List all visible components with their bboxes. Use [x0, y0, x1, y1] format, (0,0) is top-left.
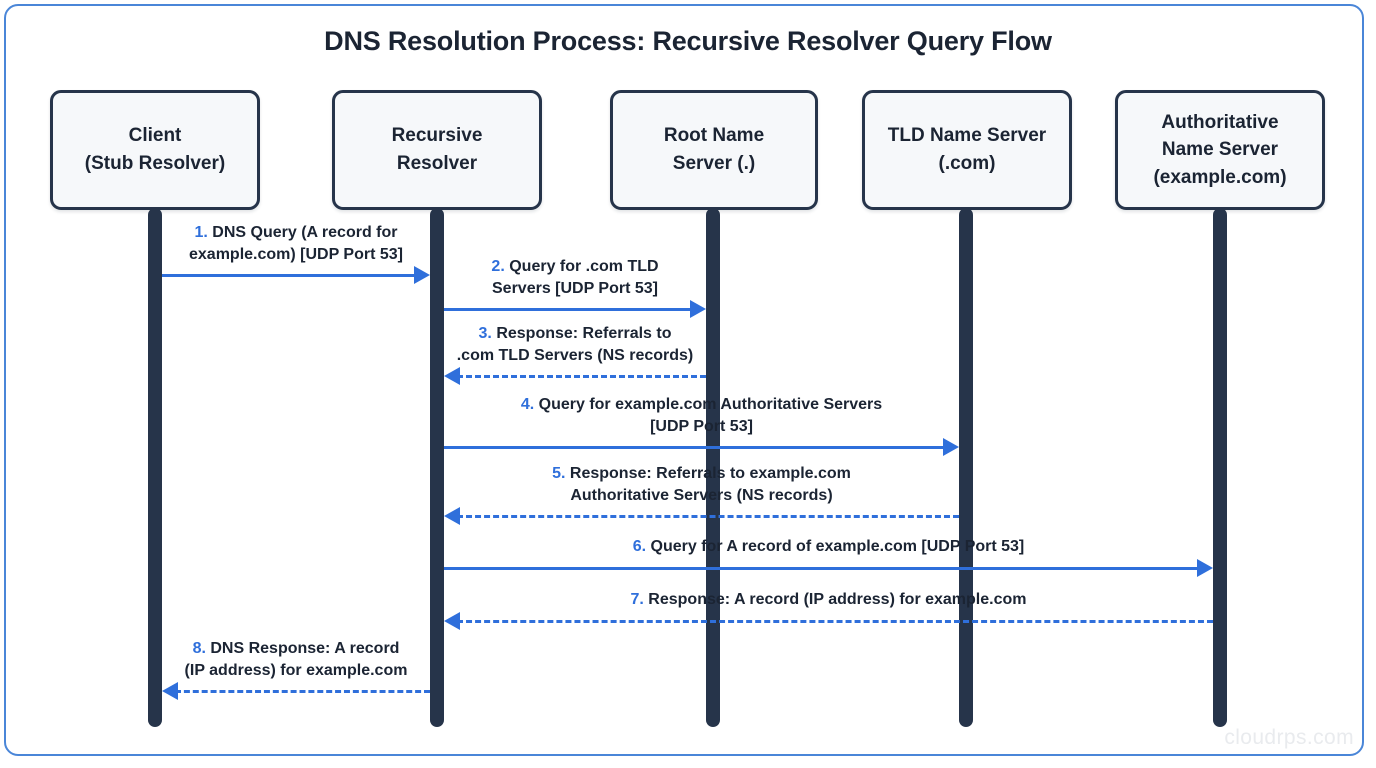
message-arrowhead-2	[690, 300, 706, 318]
participant-label: Recursive Resolver	[391, 125, 483, 174]
message-label-4: 4. Query for example.com Authoritative S…	[377, 394, 1026, 437]
message-line-2	[444, 308, 693, 311]
message-line-1	[162, 274, 417, 277]
message-text: Query for example.com Authoritative Serv…	[538, 396, 883, 435]
message-label-6: 6. Query for A record of example.com [UD…	[377, 536, 1280, 558]
message-text: Query for .com TLD Servers [UDP Port 53]	[492, 258, 659, 297]
page-title: DNS Resolution Process: Recursive Resolv…	[324, 26, 1052, 56]
lifeline-authoritative	[1213, 208, 1227, 727]
message-text: DNS Query (A record for example.com) [UD…	[189, 224, 403, 263]
message-line-7	[457, 620, 1213, 623]
message-text: Response: Referrals to example.com Autho…	[569, 465, 851, 504]
participant-box-client[interactable]: Client (Stub Resolver)	[50, 90, 260, 210]
message-line-4	[444, 446, 946, 449]
message-line-5	[457, 515, 959, 518]
message-text: DNS Response: A record (IP address) for …	[184, 640, 408, 679]
participant-box-tld[interactable]: TLD Name Server (.com)	[862, 90, 1072, 210]
message-label-1: 1. DNS Query (A record for example.com) …	[95, 222, 497, 265]
message-number: 8.	[192, 640, 206, 657]
message-text: Response: Referrals to .com TLD Servers …	[456, 325, 694, 364]
message-label-3: 3. Response: Referrals to .com TLD Serve…	[377, 323, 773, 366]
message-number: 3.	[478, 325, 492, 342]
lifeline-tld	[959, 208, 973, 727]
message-arrowhead-8	[162, 682, 178, 700]
message-text: Query for A record of example.com [UDP P…	[650, 538, 1025, 555]
message-text: Response: A record (IP address) for exam…	[648, 591, 1027, 608]
lifeline-resolver	[430, 208, 444, 727]
participant-label: TLD Name Server (.com)	[887, 125, 1047, 174]
message-number: 4.	[520, 396, 535, 413]
message-label-2: 2. Query for .com TLD Servers [UDP Port …	[377, 256, 773, 299]
message-arrowhead-3	[444, 367, 460, 385]
participant-label: Root Name Server (.)	[663, 125, 765, 174]
watermark: cloudrps.com	[1224, 726, 1354, 749]
message-number: 7.	[630, 591, 644, 608]
message-arrowhead-6	[1197, 559, 1213, 577]
message-arrowhead-7	[444, 612, 460, 630]
message-label-8: 8. DNS Response: A record (IP address) f…	[95, 638, 497, 681]
message-number: 1.	[194, 224, 208, 241]
participant-label: Client (Stub Resolver)	[84, 125, 226, 174]
participant-label: Authoritative Name Server (example.com)	[1153, 111, 1287, 188]
lifeline-client	[148, 208, 162, 727]
message-number: 6.	[632, 538, 647, 555]
lifeline-root	[706, 208, 720, 727]
participant-box-resolver[interactable]: Recursive Resolver	[332, 90, 542, 210]
message-label-7: 7. Response: A record (IP address) for e…	[377, 589, 1280, 611]
message-arrowhead-1	[414, 266, 430, 284]
message-arrowhead-4	[943, 438, 959, 456]
message-label-5: 5. Response: Referrals to example.com Au…	[377, 463, 1026, 506]
message-number: 5.	[552, 465, 566, 482]
message-line-8	[175, 690, 430, 693]
participant-box-root[interactable]: Root Name Server (.)	[610, 90, 818, 210]
message-line-6	[444, 567, 1200, 570]
participant-box-authoritative[interactable]: Authoritative Name Server (example.com)	[1115, 90, 1325, 210]
message-arrowhead-5	[444, 507, 460, 525]
message-number: 2.	[491, 258, 505, 275]
message-line-3	[457, 375, 706, 378]
